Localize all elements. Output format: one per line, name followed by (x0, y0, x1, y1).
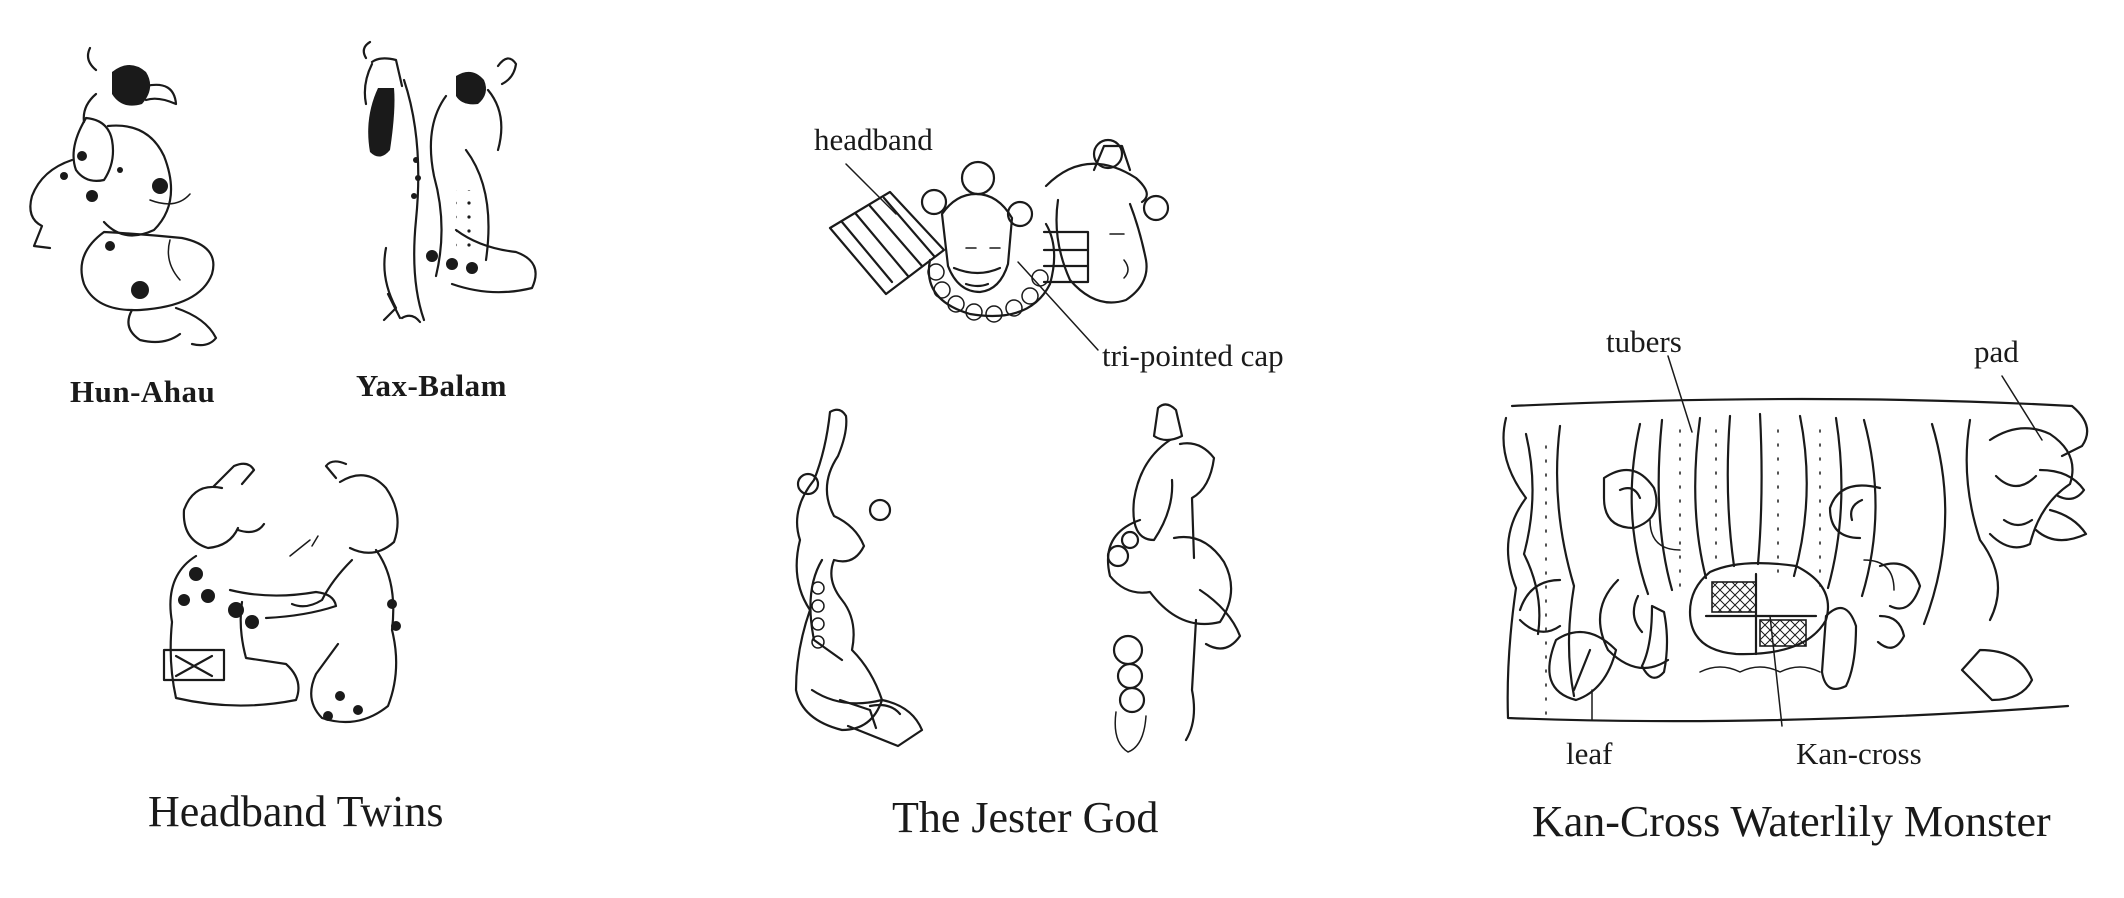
kan-cross-monster-drawing (1502, 397, 2089, 727)
tri-pointed-cap-leader-line (1017, 261, 1099, 351)
tubers-callout: tubers (1606, 324, 1682, 359)
hun-ahau-drawing (29, 46, 218, 347)
jester-god-headband-drawing (828, 138, 1170, 323)
headband-twins-drawing (162, 460, 401, 724)
headband-twins-caption: Headband Twins (148, 787, 444, 836)
tubers-leader-line (1667, 355, 1693, 433)
yax-balam-label: Yax-Balam (356, 368, 507, 403)
jester-god-caption: The Jester God (892, 793, 1159, 842)
headband-leader-line (845, 163, 897, 215)
kan-cross-waterlily-monster-caption: Kan-Cross Waterlily Monster (1532, 797, 2051, 846)
kan-cross-leader-line (1769, 615, 1783, 727)
tri-pointed-cap-callout: tri-pointed cap (1102, 338, 1284, 373)
jester-god-figures-drawing (794, 403, 1242, 753)
hun-ahau-label: Hun-Ahau (70, 374, 216, 409)
leaf-callout: leaf (1566, 736, 1613, 771)
pad-callout: pad (1974, 334, 2019, 369)
yax-balam-drawing (362, 40, 537, 324)
headband-callout: headband (814, 122, 933, 157)
pad-leader-line (2001, 375, 2043, 441)
kan-cross-callout: Kan-cross (1796, 736, 1922, 771)
